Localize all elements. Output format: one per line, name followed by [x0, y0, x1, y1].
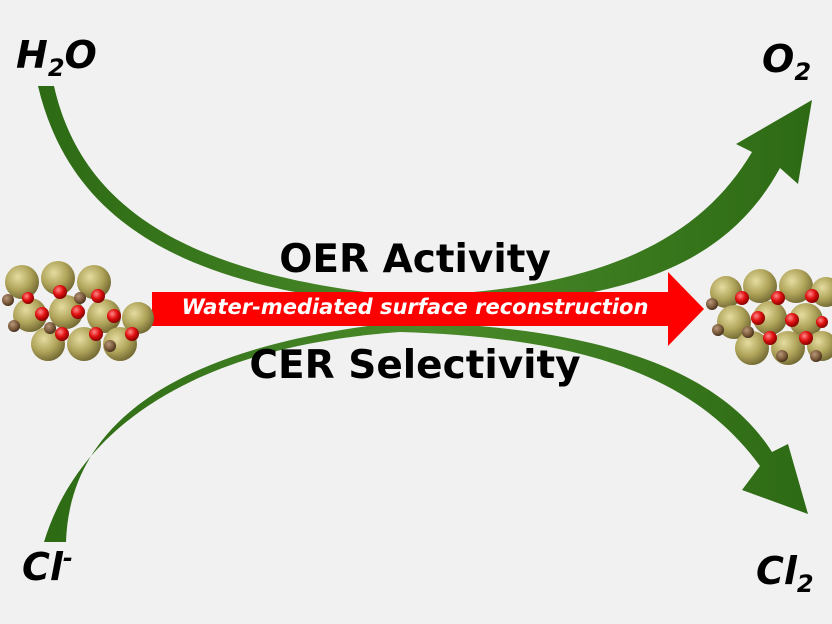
catalyst-cluster-right: [706, 269, 832, 365]
oxygen-subscript: 2: [794, 58, 812, 86]
water-tail: O: [64, 33, 97, 77]
reactant-chloride-label: Cl-: [22, 545, 73, 589]
cer-selectivity-label: CER Selectivity: [249, 343, 581, 388]
reconstruction-banner-text: Water-mediated surface reconstruction: [181, 295, 649, 319]
oxygen-base: O: [762, 37, 795, 81]
water-subscript: 2: [47, 54, 65, 82]
chloride-base: Cl: [22, 545, 63, 589]
reconstruction-arrow: [152, 272, 704, 346]
chlorine-subscript: 2: [796, 570, 814, 598]
catalyst-cluster-left: [2, 261, 154, 361]
water-base: H: [16, 33, 48, 77]
product-chlorine-label: Cl2: [756, 549, 814, 596]
reactant-water-label: H2O: [16, 33, 97, 80]
chlorine-base: Cl: [756, 549, 797, 593]
product-oxygen-label: O2: [762, 37, 811, 84]
oer-activity-label: OER Activity: [279, 237, 551, 282]
chloride-superscript: -: [62, 544, 73, 572]
